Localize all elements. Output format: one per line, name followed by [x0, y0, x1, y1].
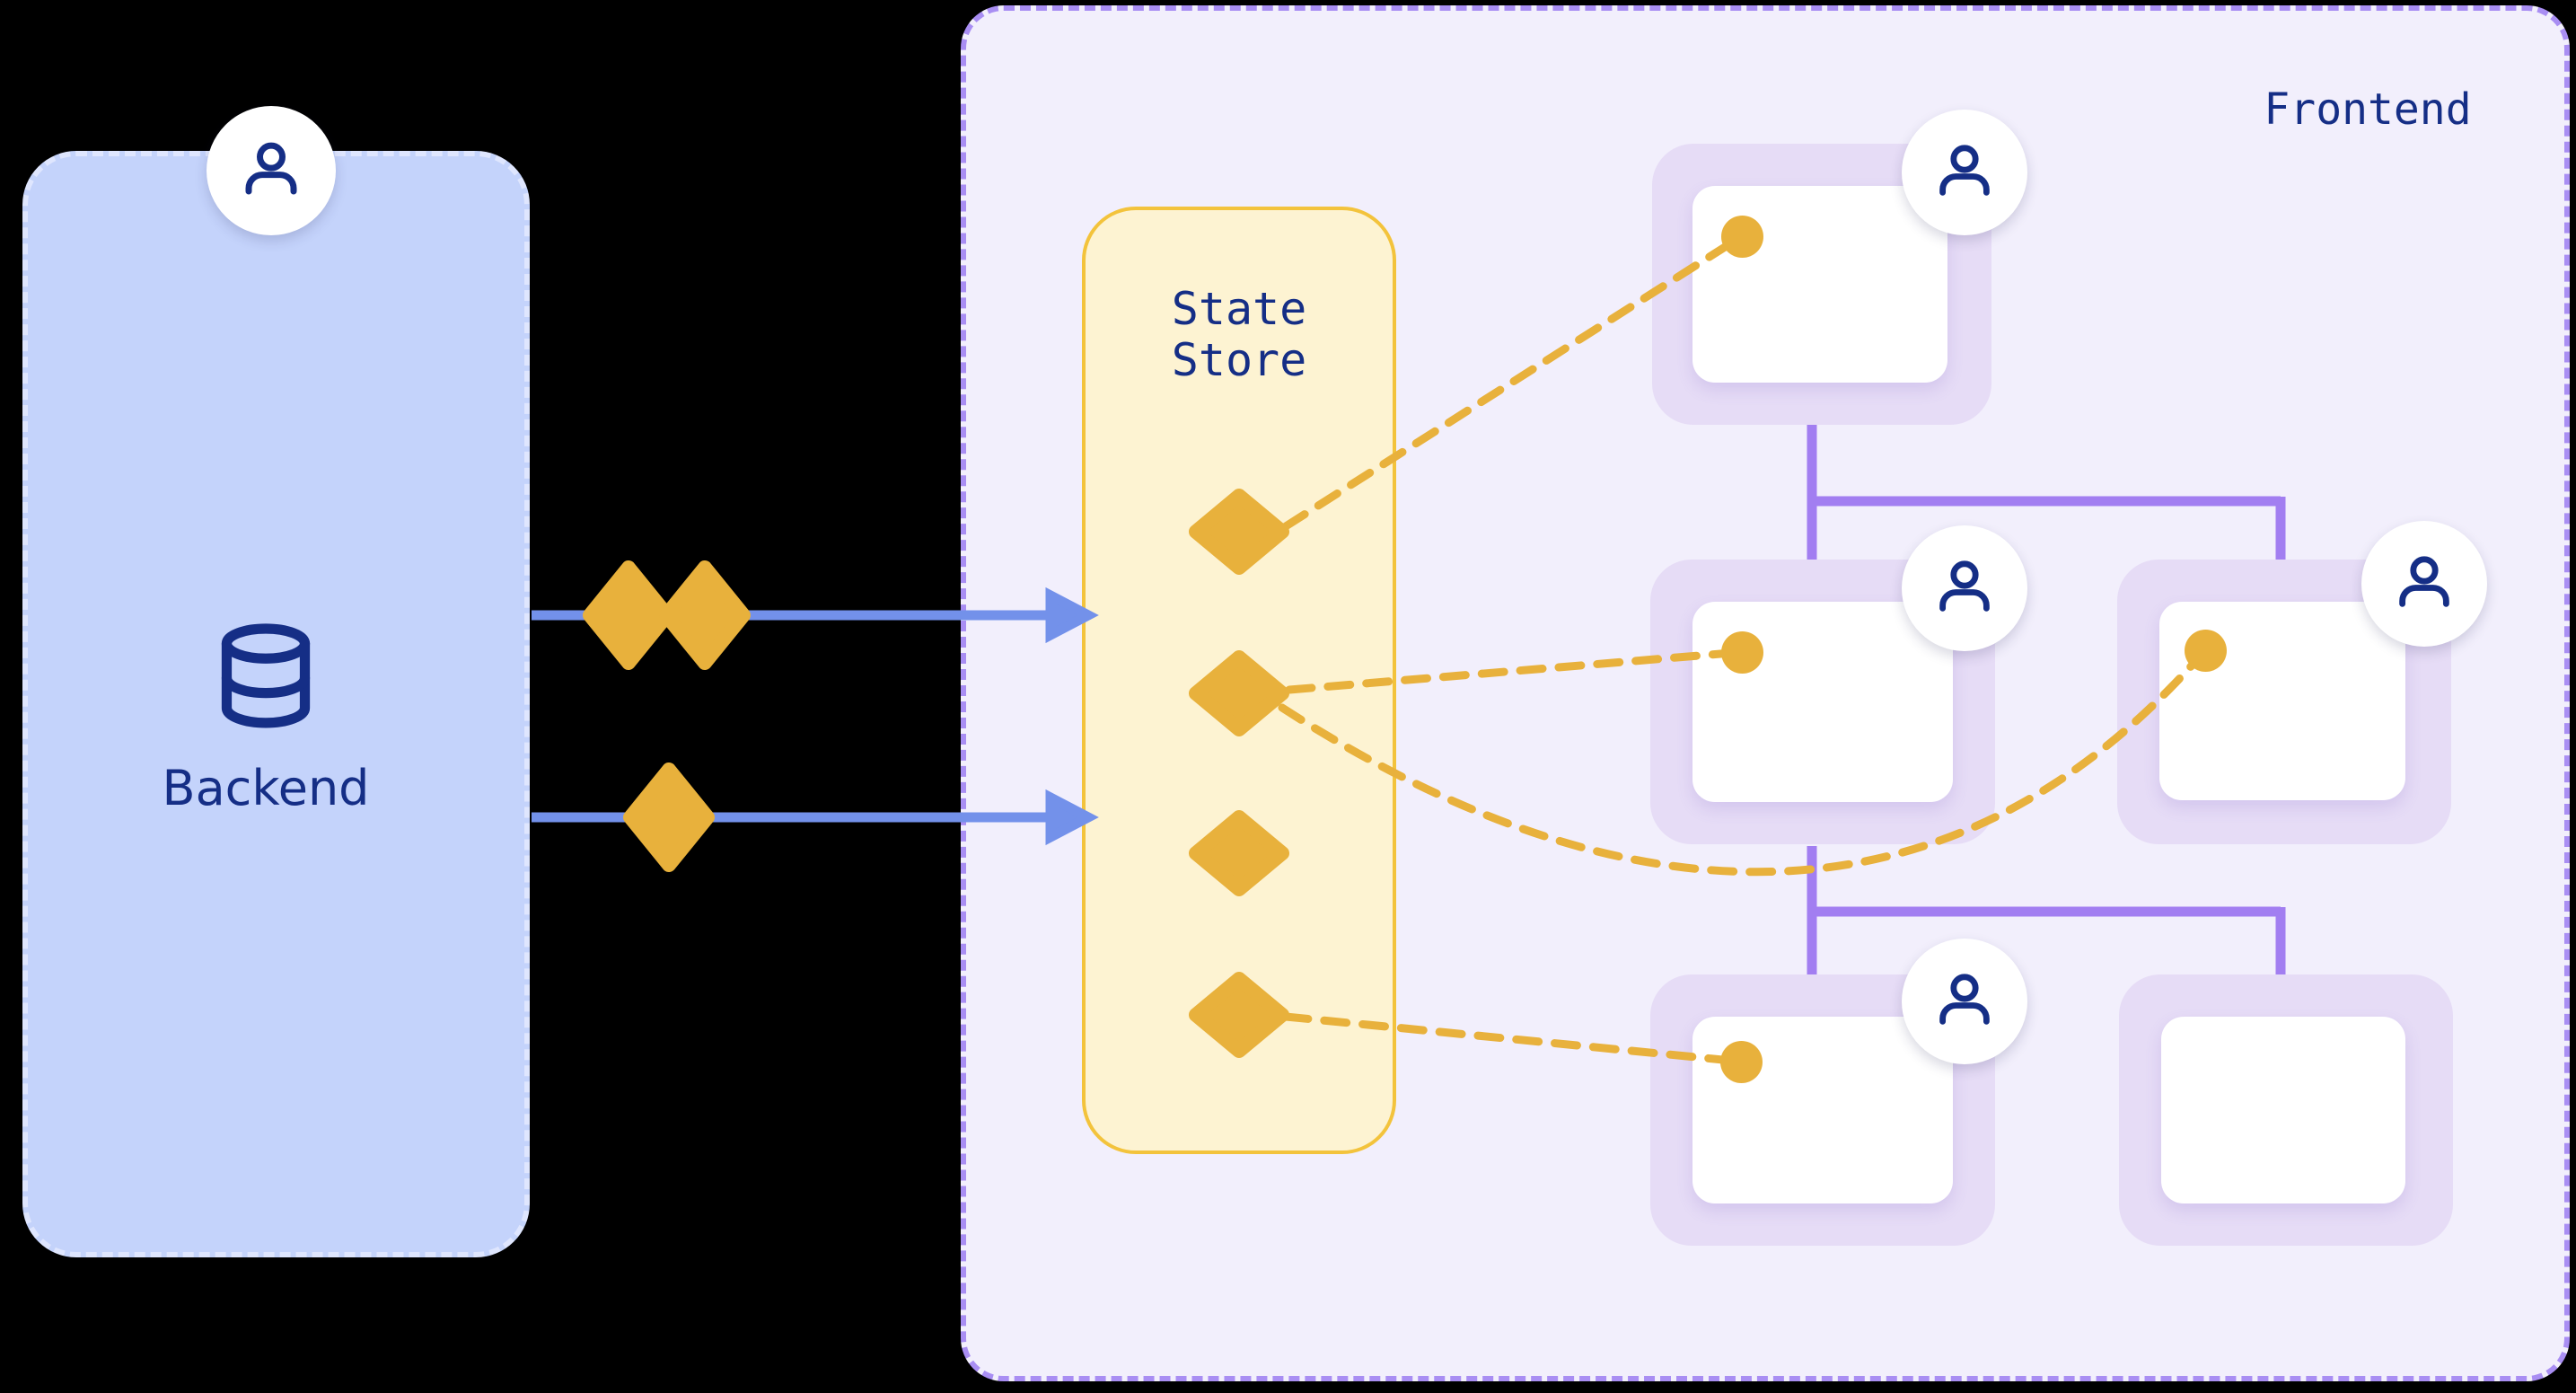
user-icon	[1930, 965, 2000, 1038]
state-dot-root	[1721, 216, 1763, 258]
state-store-label: State Store	[1082, 284, 1396, 386]
event-diamond-arrow1-b	[659, 560, 751, 670]
state-store-label-line2: Store	[1171, 334, 1307, 386]
component-grandchild-right-body	[2161, 1017, 2405, 1203]
child-left-user-badge	[1902, 525, 2027, 651]
state-store-label-line1: State	[1171, 283, 1307, 335]
component-child-left-body	[1692, 602, 1953, 802]
root-user-badge	[1902, 110, 2027, 235]
user-icon	[2389, 547, 2459, 621]
child-right-user-badge	[2361, 521, 2487, 647]
user-icon	[235, 133, 307, 208]
state-dot-child-left	[1721, 631, 1763, 674]
user-icon	[1930, 551, 2000, 625]
state-dot-grandchild-left	[1720, 1041, 1763, 1083]
backend-label: Backend	[162, 760, 370, 816]
component-root-body	[1692, 186, 1947, 383]
state-dot-child-right	[2185, 630, 2227, 672]
database-icon	[210, 621, 321, 736]
event-diamond-arrow1-a	[583, 560, 674, 670]
frontend-label: Frontend	[2264, 84, 2472, 135]
user-icon	[1930, 136, 2000, 209]
backend-user-badge	[207, 106, 336, 235]
event-diamond-arrow2	[623, 763, 715, 872]
grandchild-left-user-badge	[1902, 939, 2027, 1064]
backend-card	[22, 151, 530, 1257]
